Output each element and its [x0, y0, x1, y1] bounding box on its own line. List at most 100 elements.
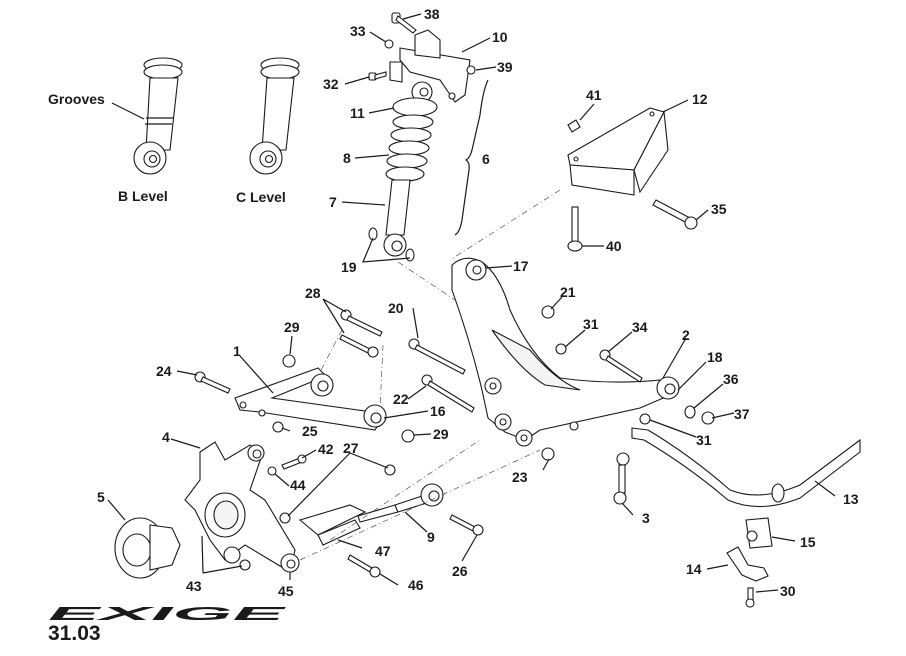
- callout-39: 39: [497, 59, 513, 75]
- callout-47: 47: [375, 543, 391, 559]
- callout-45: 45: [278, 583, 294, 599]
- clamp-14: [726, 546, 769, 582]
- callout-31-lower: 31: [696, 432, 712, 448]
- hub-carrier: [184, 441, 300, 573]
- nut-29-upper: [282, 354, 296, 368]
- callout-17: 17: [513, 258, 529, 274]
- callout-12: 12: [692, 91, 708, 107]
- callout-23: 23: [512, 469, 528, 485]
- bolt-20: [408, 338, 466, 375]
- callout-43: 43: [186, 578, 202, 594]
- callout-26: 26: [452, 563, 468, 579]
- callout-31-upper: 31: [583, 316, 599, 332]
- callout-42: 42: [318, 441, 334, 457]
- callout-20: 20: [388, 300, 404, 316]
- bolt-22: [421, 374, 475, 413]
- callout-38: 38: [424, 6, 440, 22]
- callout-36: 36: [723, 371, 739, 387]
- c-level-label: C Level: [236, 189, 286, 205]
- callout-29-lower: 29: [433, 426, 449, 442]
- nut-25: [272, 421, 284, 433]
- bolt-46: [347, 554, 381, 578]
- lower-wishbone: [451, 257, 680, 447]
- callout-37: 37: [734, 406, 750, 422]
- callout-16: 16: [430, 403, 446, 419]
- nut-41: [567, 119, 581, 133]
- bolt-38: [391, 12, 417, 34]
- callout-1: 1: [233, 343, 241, 359]
- bolt-32: [368, 71, 387, 81]
- washer-44: [267, 466, 277, 476]
- leader-lines: [107, 13, 836, 593]
- bush-15: [745, 517, 773, 549]
- coil-spring: [385, 81, 438, 182]
- callout-41: 41: [586, 87, 602, 103]
- callout-28: 28: [305, 285, 321, 301]
- callout-9: 9: [427, 529, 435, 545]
- washer-31-lower: [639, 413, 651, 425]
- callout-27: 27: [343, 440, 359, 456]
- callout-24: 24: [156, 363, 172, 379]
- bolt-34: [599, 349, 643, 383]
- subframe-bracket: [567, 107, 669, 196]
- toe-link: [298, 483, 444, 546]
- washer-36: [684, 405, 696, 419]
- callout-11: 11: [350, 105, 365, 121]
- callout-25: 25: [302, 423, 318, 439]
- damper-c-level: [249, 57, 300, 175]
- callout-3: 3: [642, 510, 650, 526]
- callout-30: 30: [780, 583, 796, 599]
- grooves-label: Grooves: [48, 91, 105, 107]
- callout-13: 13: [843, 491, 859, 507]
- callout-35: 35: [711, 201, 727, 217]
- washer-31-upper: [555, 343, 567, 355]
- nut-27-upper: [384, 464, 396, 476]
- callout-5: 5: [97, 489, 105, 505]
- callout-40: 40: [606, 238, 622, 254]
- exige-logo-text: EXIGE: [48, 606, 288, 622]
- callout-46: 46: [408, 577, 424, 593]
- bolt-24: [194, 371, 231, 394]
- upper-wishbone: [234, 367, 387, 431]
- damper-body: [368, 179, 415, 262]
- callout-10: 10: [492, 29, 508, 45]
- callout-14: 14: [686, 561, 702, 577]
- top-mount-bracket: [389, 29, 471, 103]
- nut-29-lower: [401, 429, 415, 443]
- drop-link: [613, 452, 630, 505]
- callout-4: 4: [162, 429, 170, 445]
- damper-b-level: [133, 57, 183, 175]
- callout-2: 2: [682, 327, 690, 343]
- callout-15: 15: [800, 534, 816, 550]
- bolt-26: [449, 514, 484, 536]
- brace-6: [454, 79, 489, 236]
- callout-32: 32: [323, 76, 339, 92]
- exige-logo: EXIGE: [48, 606, 288, 622]
- bolt-30: [745, 587, 755, 608]
- callout-18: 18: [707, 349, 723, 365]
- page-number: 31.03: [48, 622, 101, 645]
- nut-33: [384, 39, 394, 49]
- wheel-hub: [114, 517, 181, 579]
- callout-19: 19: [341, 259, 357, 275]
- washer-43: [239, 559, 251, 571]
- bolt-40: [567, 206, 583, 252]
- nut-23: [541, 447, 555, 461]
- nut-27-lower: [279, 512, 291, 524]
- bolts-28: [339, 309, 383, 358]
- callout-22: 22: [393, 391, 409, 407]
- b-level-label: B Level: [118, 188, 168, 204]
- bolt-35: [652, 199, 698, 230]
- callout-34: 34: [632, 319, 648, 335]
- callout-21: 21: [560, 284, 576, 300]
- callout-7: 7: [329, 194, 337, 210]
- callout-33: 33: [350, 23, 366, 39]
- callout-8: 8: [343, 150, 351, 166]
- callout-6: 6: [482, 151, 490, 167]
- grooves-leader: [111, 102, 145, 120]
- callout-44: 44: [290, 477, 306, 493]
- anti-roll-bar: [631, 427, 861, 508]
- nut-39: [466, 65, 476, 75]
